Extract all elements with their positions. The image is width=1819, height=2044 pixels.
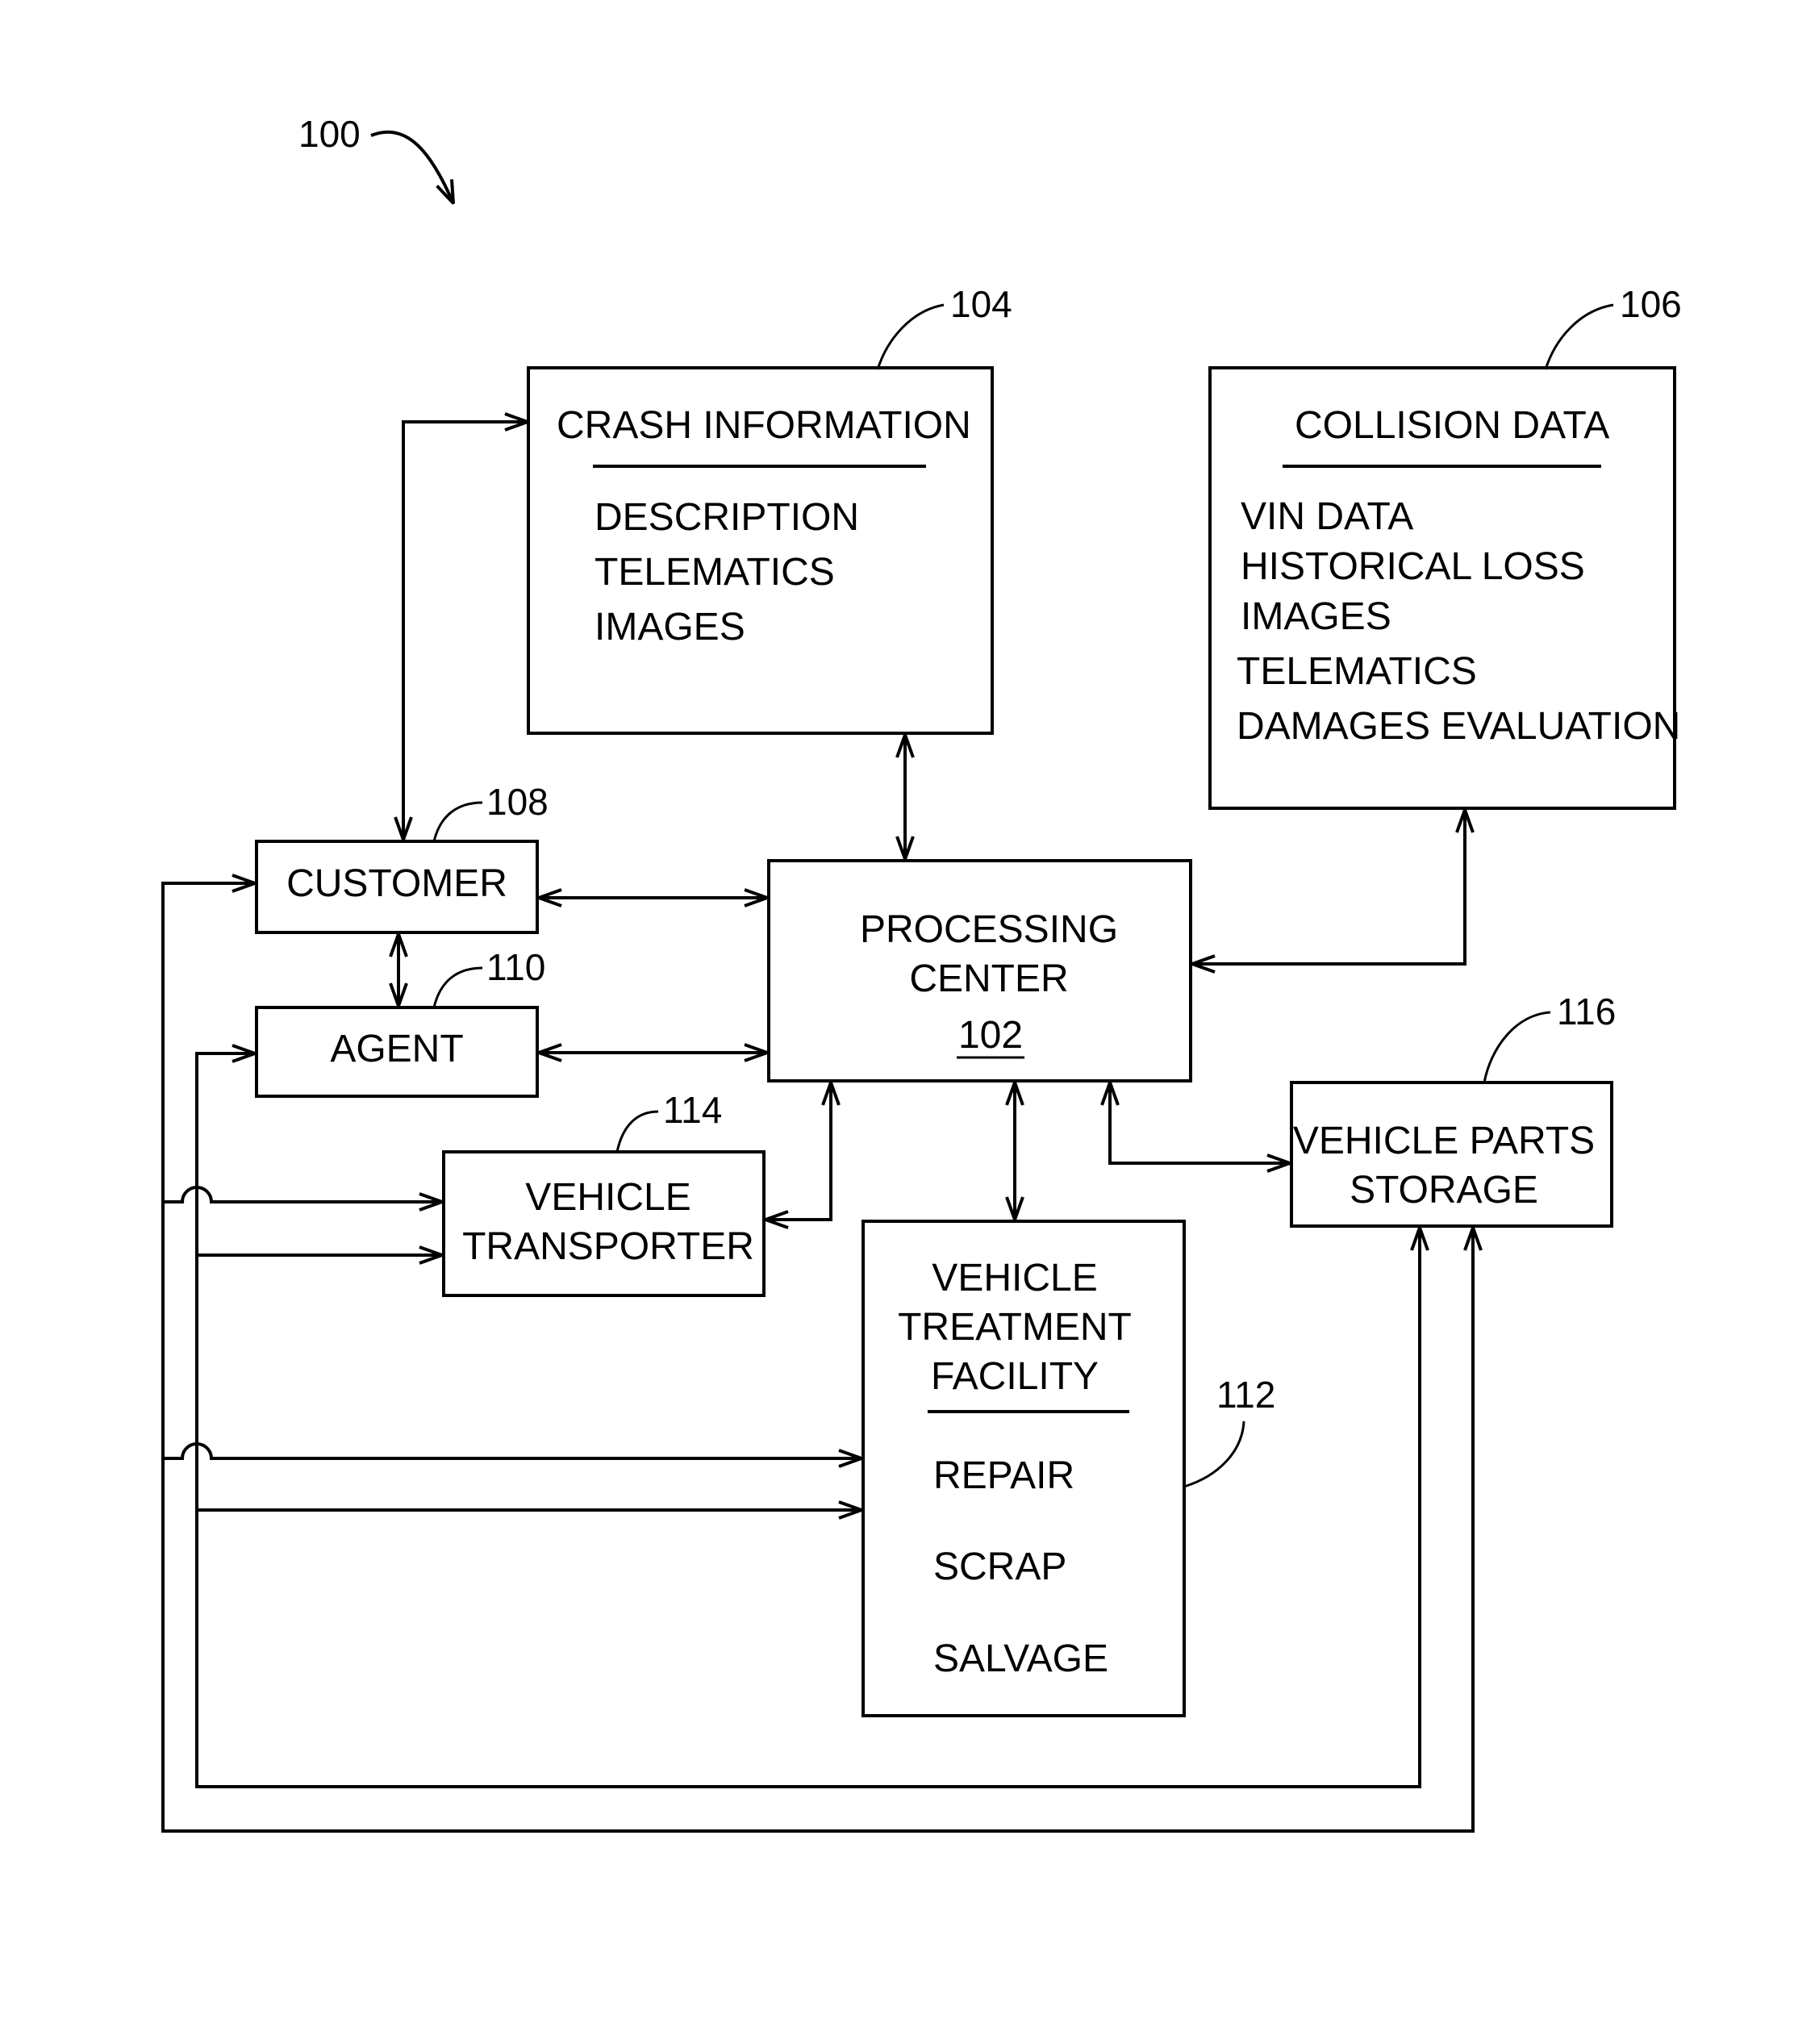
vehicle-parts-storage-leader xyxy=(1484,1012,1550,1082)
vehicle-transporter-leader xyxy=(617,1112,658,1152)
collision-data-box: COLLISION DATA VIN DATA HISTORICAL LOSS … xyxy=(1210,368,1680,808)
vehicle-treatment-facility-box: VEHICLE TREATMENT FACILITY REPAIR SCRAP … xyxy=(863,1221,1184,1716)
figure-pointer-arrow xyxy=(371,132,453,203)
agent-ref: 110 xyxy=(486,946,545,988)
vehicle-parts-storage-ref: 116 xyxy=(1557,991,1616,1032)
collision-data-item: HISTORICAL LOSS xyxy=(1241,545,1585,588)
vehicle-treatment-facility-item: SALVAGE xyxy=(933,1637,1108,1680)
outer-bus-to-transporter xyxy=(163,1187,442,1202)
vehicle-treatment-facility-label: VEHICLE xyxy=(932,1257,1097,1299)
vehicle-transporter-label: TRANSPORTER xyxy=(462,1225,754,1268)
collision-data-item: TELEMATICS xyxy=(1237,650,1477,693)
collision-data-item: VIN DATA xyxy=(1241,495,1413,538)
vehicle-parts-storage-label: STORAGE xyxy=(1350,1169,1538,1212)
processing-center-box: PROCESSING CENTER 102 xyxy=(769,861,1191,1081)
vehicle-parts-storage-label: VEHICLE PARTS xyxy=(1293,1120,1595,1162)
customer-label: CUSTOMER xyxy=(286,862,507,905)
processing-center-label: PROCESSING xyxy=(860,908,1118,951)
collision-data-ref: 106 xyxy=(1620,283,1682,325)
vehicle-parts-storage-box: VEHICLE PARTS STORAGE xyxy=(1291,1082,1612,1226)
crash-information-ref: 104 xyxy=(950,283,1012,325)
outer-bus-to-treatment xyxy=(163,1444,862,1458)
figure-label: 100 xyxy=(298,113,361,155)
crash-information-item: DESCRIPTION xyxy=(595,496,859,539)
vehicle-treatment-facility-label: FACILITY xyxy=(931,1355,1099,1398)
processing-collision-connector xyxy=(1192,810,1465,964)
customer-crash-info-connector xyxy=(403,422,528,840)
agent-box: AGENT xyxy=(257,1007,537,1096)
agent-label: AGENT xyxy=(330,1028,463,1070)
vehicle-treatment-facility-leader xyxy=(1184,1421,1244,1487)
collision-data-item: IMAGES xyxy=(1241,595,1391,638)
vehicle-transporter-box: VEHICLE TRANSPORTER xyxy=(444,1152,764,1295)
vehicle-transporter-label: VEHICLE xyxy=(525,1176,690,1219)
crash-information-title: CRASH INFORMATION xyxy=(557,404,971,447)
collision-data-leader xyxy=(1546,305,1613,369)
vehicle-treatment-facility-ref: 112 xyxy=(1216,1374,1275,1416)
vehicle-treatment-facility-label: TREATMENT xyxy=(898,1306,1132,1349)
collision-data-item: DAMAGES EVALUATION xyxy=(1237,705,1680,748)
collision-data-title: COLLISION DATA xyxy=(1295,404,1609,447)
processing-center-label: CENTER xyxy=(909,957,1068,1000)
vehicle-treatment-facility-item: SCRAP xyxy=(933,1546,1066,1588)
crash-information-item: IMAGES xyxy=(595,606,745,649)
crash-information-box: CRASH INFORMATION DESCRIPTION TELEMATICS… xyxy=(528,368,992,733)
processing-transporter-connector xyxy=(766,1082,831,1220)
processing-parts-storage-connector xyxy=(1110,1082,1290,1163)
customer-ref: 108 xyxy=(486,781,549,823)
agent-leader xyxy=(434,968,482,1007)
crash-information-leader xyxy=(878,305,944,369)
crash-information-item: TELEMATICS xyxy=(595,551,835,594)
vehicle-treatment-facility-item: REPAIR xyxy=(933,1454,1074,1497)
outer-bus-to-customer xyxy=(163,883,1473,1831)
vehicle-transporter-ref: 114 xyxy=(663,1089,722,1131)
processing-center-ref: 102 xyxy=(958,1014,1023,1057)
customer-leader xyxy=(434,803,482,841)
customer-box: CUSTOMER xyxy=(257,841,537,932)
